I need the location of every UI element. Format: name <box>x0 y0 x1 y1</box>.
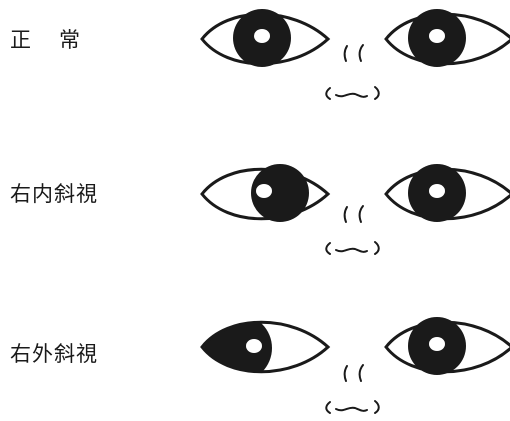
left-eye-highlight <box>429 337 445 351</box>
left-eye-highlight <box>429 29 445 43</box>
row-label-exotropia: 右外斜視 <box>10 342 98 366</box>
right-eye-iris <box>251 164 309 222</box>
right-eye-highlight <box>246 339 262 353</box>
nose <box>325 44 380 100</box>
left-eye <box>384 164 510 222</box>
right-eye <box>200 9 331 67</box>
right-eye-highlight <box>254 29 270 43</box>
face-normal <box>200 9 510 100</box>
nose <box>325 364 380 414</box>
right-eye-highlight <box>256 184 272 198</box>
left-eye <box>384 317 510 375</box>
nose <box>325 205 380 255</box>
row-label-esotropia: 右内斜視 <box>10 182 98 206</box>
face-exotropia <box>200 317 510 414</box>
right-eye <box>200 320 331 374</box>
left-eye <box>384 9 510 67</box>
row-label-normal: 正常 <box>10 28 108 52</box>
row-exotropia: 右外斜視 <box>0 308 510 418</box>
left-eye-highlight <box>429 184 445 198</box>
row-normal: 正常 <box>0 0 510 110</box>
right-eye <box>200 164 331 222</box>
face-esotropia <box>200 164 510 255</box>
row-esotropia: 右内斜視 <box>0 155 510 265</box>
